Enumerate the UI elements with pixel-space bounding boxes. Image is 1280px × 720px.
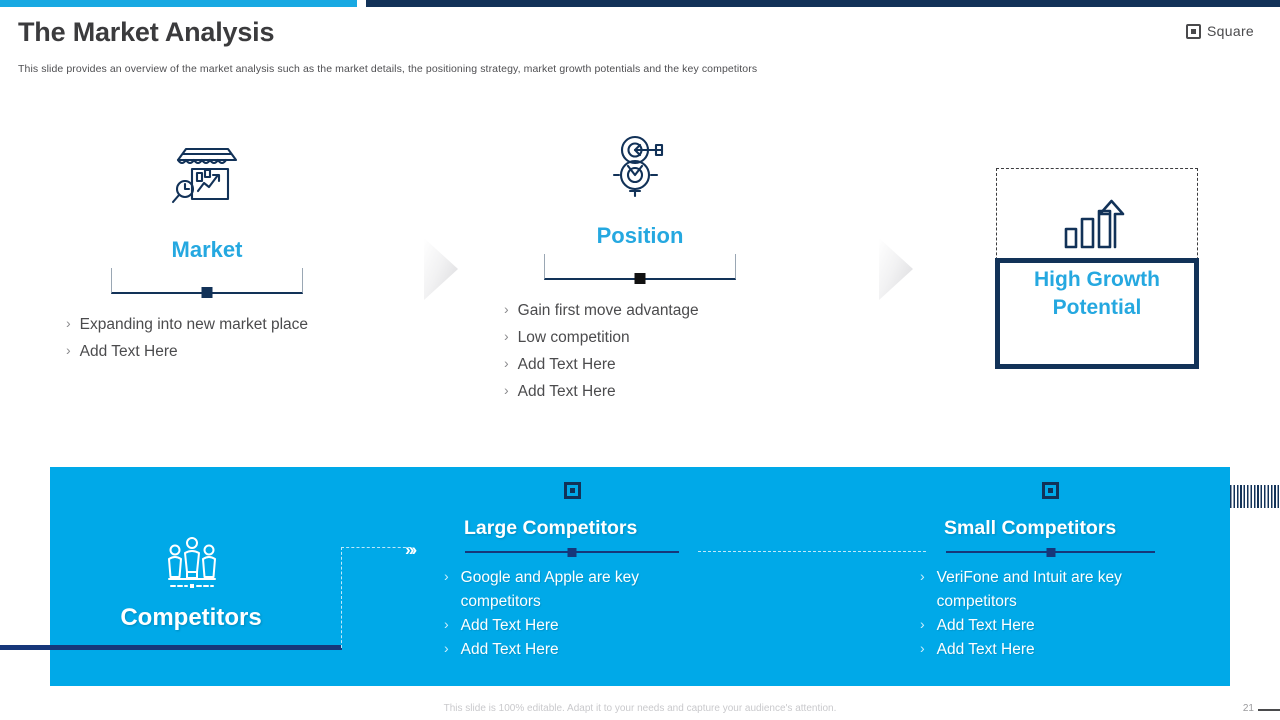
brand-name: Square xyxy=(1207,23,1254,39)
chevron-right-separator-icon xyxy=(424,238,458,300)
page-subtitle: This slide provides an overview of the m… xyxy=(18,63,758,75)
stage-bracket-market xyxy=(111,268,303,299)
bullet-chevron-icon: › xyxy=(920,640,925,657)
competitors-underline xyxy=(0,645,342,650)
stage-bullets-position: › Gain first move advantage › Low compet… xyxy=(504,298,824,406)
growth-card-solid-frame xyxy=(995,258,1199,369)
bullet-chevron-icon: › xyxy=(444,616,449,633)
bullet-chevron-icon: › xyxy=(920,616,925,633)
column-bullets-small: › VeriFone and Intuit are key competitor… xyxy=(920,566,1170,662)
growth-bar-chart-arrow-icon xyxy=(1063,198,1127,255)
list-item: › Add Text Here xyxy=(920,638,1170,662)
stage-bullets-market: › Expanding into new market place › Add … xyxy=(66,312,366,366)
growth-label-line2: Potential xyxy=(1052,295,1142,319)
bullet-text: Google and Apple are key competitors xyxy=(460,569,640,611)
stage-bracket-position xyxy=(544,254,736,285)
column-bullets-large: › Google and Apple are key competitors ›… xyxy=(444,566,714,662)
bullet-text: Add Text Here xyxy=(517,383,616,401)
bullet-chevron-icon: › xyxy=(66,315,71,331)
list-item: › Add Text Here xyxy=(504,379,824,404)
bullet-text: Add Text Here xyxy=(460,641,559,659)
bullet-text: Add Text Here xyxy=(936,641,1035,659)
chevron-right-separator-icon xyxy=(879,238,913,300)
bullet-chevron-icon: › xyxy=(504,301,509,317)
bullet-chevron-icon: › xyxy=(920,568,925,584)
list-item: › Add Text Here xyxy=(444,638,714,662)
triple-chevron-right-icon: »› xyxy=(405,540,417,559)
market-shop-analytics-icon xyxy=(168,144,246,217)
column-rule-large xyxy=(465,548,679,557)
growth-label-line1: High Growth xyxy=(1034,268,1160,291)
dashed-connector xyxy=(341,547,411,648)
bullet-chevron-icon: › xyxy=(66,342,71,359)
bullet-text: Gain first move advantage xyxy=(517,302,699,319)
top-accent-bar xyxy=(0,0,1280,7)
footer-note: This slide is 100% editable. Adapt it to… xyxy=(443,703,837,714)
bullet-text: Add Text Here xyxy=(936,617,1035,635)
competitors-title: Competitors xyxy=(120,604,262,631)
bullet-chevron-icon: › xyxy=(504,382,509,399)
bullet-text: Add Text Here xyxy=(517,356,616,374)
column-title-small: Small Competitors xyxy=(944,517,1117,539)
stage-label-market: Market xyxy=(171,237,243,262)
bullet-text: VeriFone and Intuit are key competitors xyxy=(936,569,1122,611)
column-dash-large xyxy=(698,551,926,552)
list-item: › Add Text Here xyxy=(66,339,366,364)
target-position-icon xyxy=(604,133,676,206)
list-item: › Google and Apple are key competitors xyxy=(444,566,714,614)
growth-card-label: High Growth Potential xyxy=(995,266,1199,322)
square-marker-icon xyxy=(1042,482,1059,499)
stage-head-position: Position xyxy=(544,223,736,285)
bullet-chevron-icon: › xyxy=(444,568,449,584)
bullet-text: Add Text Here xyxy=(460,617,559,635)
brand-logo: Square xyxy=(1186,23,1254,39)
top-accent-bar-dark xyxy=(366,0,1280,7)
list-item: › VeriFone and Intuit are key competitor… xyxy=(920,566,1170,614)
stripe-decoration xyxy=(1230,485,1280,508)
bullet-chevron-icon: › xyxy=(504,355,509,372)
column-title-large: Large Competitors xyxy=(464,517,638,539)
square-marker-icon xyxy=(564,482,581,499)
list-item: › Add Text Here xyxy=(920,614,1170,638)
square-logo-icon xyxy=(1186,23,1202,39)
bullet-text: Low competition xyxy=(517,329,630,347)
bullet-text: Expanding into new market place xyxy=(79,316,309,333)
page-title: The Market Analysis xyxy=(18,17,275,47)
bullet-chevron-icon: › xyxy=(504,328,509,345)
top-accent-bar-light xyxy=(0,0,357,7)
page-number-rule xyxy=(1258,709,1280,711)
stage-label-position: Position xyxy=(596,223,684,248)
bullet-chevron-icon: › xyxy=(444,640,449,657)
list-item: › Add Text Here xyxy=(504,352,824,377)
stage-head-market: Market xyxy=(111,237,303,299)
page-number: 21 xyxy=(1242,703,1254,714)
bullet-text: Add Text Here xyxy=(79,343,178,361)
list-item: › Gain first move advantage xyxy=(504,298,824,323)
list-item: › Add Text Here xyxy=(444,614,714,638)
list-item: › Expanding into new market place xyxy=(66,312,366,337)
list-item: › Low competition xyxy=(504,325,824,350)
column-rule-small xyxy=(946,548,1155,557)
people-group-icon xyxy=(163,534,221,597)
